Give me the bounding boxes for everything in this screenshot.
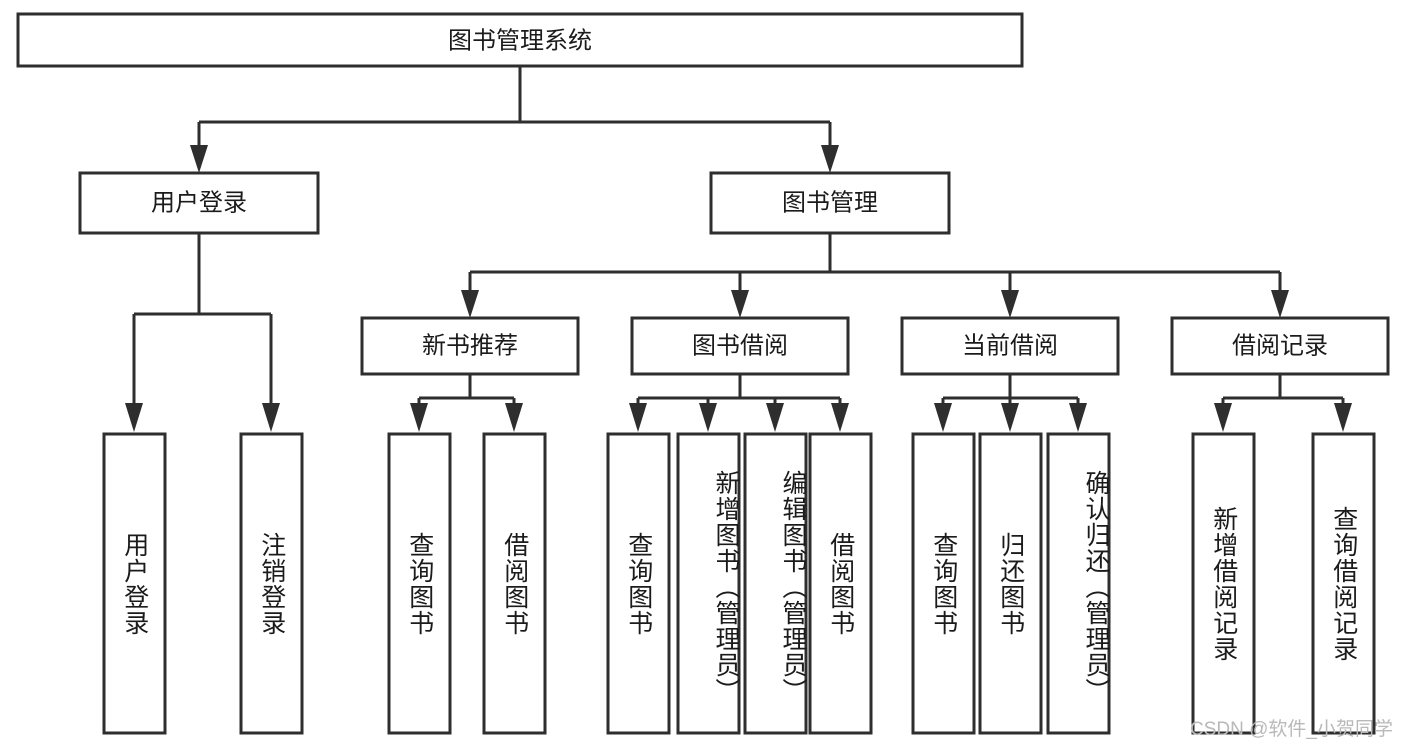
arrow-login-leaf1: [125, 403, 143, 432]
node-user-login-label: 用户登录: [151, 189, 247, 216]
node-borrow-record-label: 借阅记录: [1232, 332, 1328, 359]
leaf-box-query-book-current[interactable]: [911, 432, 976, 735]
node-book-management[interactable]: 图书管理: [709, 171, 951, 235]
node-book-borrow-label: 图书借阅: [692, 332, 788, 359]
arrow-current-l1: [934, 403, 952, 432]
arrow-record-l1: [1214, 403, 1232, 432]
arrow-newbook-l2: [505, 403, 523, 432]
node-user-login-box[interactable]: [78, 171, 320, 235]
leaf-box-confirm-return-admin[interactable]: [1046, 432, 1111, 735]
leaf-boxes: [102, 432, 1376, 735]
arrow-to-record: [1271, 290, 1289, 318]
arrow-root-to-bookmgmt: [821, 145, 839, 173]
leaf-box-query-book-borrow[interactable]: [606, 432, 671, 735]
leaf-box-borrow-book-borrow[interactable]: [808, 432, 873, 735]
leaf-box-user-login[interactable]: [102, 432, 167, 735]
node-root-label: 图书管理系统: [448, 27, 592, 54]
leaf-box-query-book-newbook[interactable]: [387, 432, 452, 735]
node-root-box[interactable]: [16, 12, 1024, 68]
arrow-borrow-l2: [699, 403, 717, 432]
node-user-login[interactable]: 用户登录: [78, 171, 320, 235]
arrow-to-borrow: [731, 290, 749, 318]
arrow-to-newbook: [461, 290, 479, 318]
arrow-to-current: [1001, 290, 1019, 318]
csdn-watermark: CSDN @软件_小贺同学: [1190, 719, 1393, 740]
leaf-box-borrow-book-newbook[interactable]: [482, 432, 547, 735]
node-book-borrow-box[interactable]: [630, 316, 850, 376]
arrow-root-to-login: [190, 145, 208, 173]
node-new-book-recommend-label: 新书推荐: [422, 332, 518, 359]
node-current-borrow-box[interactable]: [900, 316, 1120, 376]
arrow-record-l2: [1334, 403, 1352, 432]
leaf-box-add-borrow-record[interactable]: [1191, 432, 1256, 735]
arrow-borrow-l4: [831, 403, 849, 432]
node-borrow-record[interactable]: 借阅记录: [1170, 316, 1390, 376]
node-root[interactable]: 图书管理系统: [16, 12, 1024, 68]
leaf-box-add-book-admin[interactable]: [676, 432, 741, 735]
leaf-box-query-borrow-record[interactable]: [1311, 432, 1376, 735]
arrow-current-l3: [1069, 403, 1087, 432]
leaf-box-return-book[interactable]: [978, 432, 1043, 735]
arrow-current-l2: [1001, 403, 1019, 432]
node-book-management-box[interactable]: [709, 171, 951, 235]
arrow-borrow-l1: [629, 403, 647, 432]
connectors: [125, 66, 1352, 432]
arrow-newbook-l1: [410, 403, 428, 432]
node-current-borrow-label: 当前借阅: [962, 332, 1058, 359]
arrow-borrow-l3: [766, 403, 784, 432]
node-new-book-recommend-box[interactable]: [360, 316, 580, 376]
node-book-management-label: 图书管理: [782, 189, 878, 216]
leaf-box-logout[interactable]: [239, 432, 304, 735]
node-book-borrow[interactable]: 图书借阅: [630, 316, 850, 376]
node-current-borrow[interactable]: 当前借阅: [900, 316, 1120, 376]
leaf-box-edit-book-admin[interactable]: [743, 432, 808, 735]
node-borrow-record-box[interactable]: [1170, 316, 1390, 376]
node-new-book-recommend[interactable]: 新书推荐: [360, 316, 580, 376]
arrow-login-leaf2: [262, 403, 280, 432]
